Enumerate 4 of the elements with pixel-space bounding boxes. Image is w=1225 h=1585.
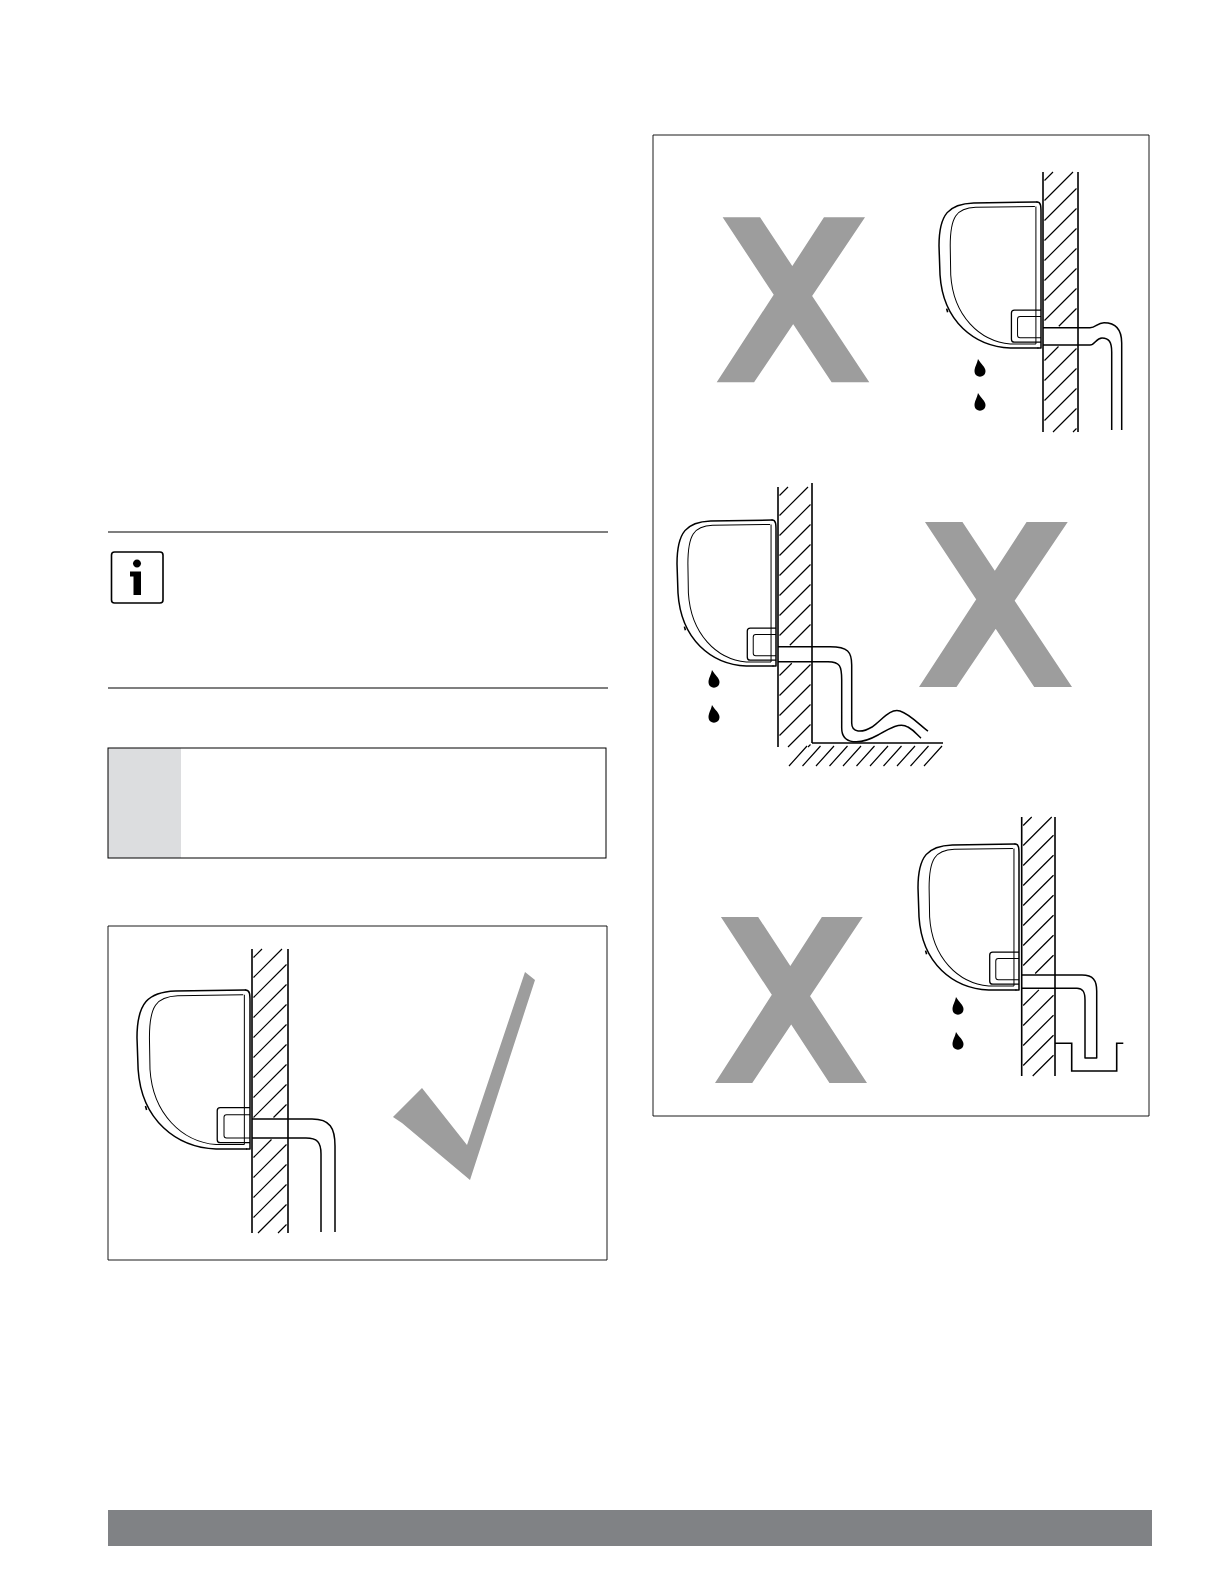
cross-mark xyxy=(919,522,1072,687)
check-mark xyxy=(393,972,535,1180)
cross-mark xyxy=(715,917,867,1083)
cross-mark xyxy=(716,217,870,383)
